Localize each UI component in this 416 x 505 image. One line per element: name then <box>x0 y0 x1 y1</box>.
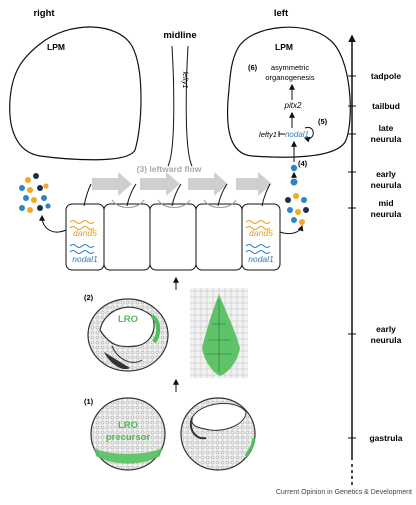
pitx2-label: pitx2 <box>284 101 302 110</box>
dand5-left-label: dand5 <box>249 228 273 238</box>
cell-left-edge <box>241 203 281 271</box>
organogenesis-line1: asymmetric <box>271 63 310 72</box>
left-cell-mrna <box>245 220 271 254</box>
arrow-right-cell-to-cluster <box>39 214 67 233</box>
cell-3 <box>149 203 197 271</box>
timeline-labels: tadpole tailbud late neurula early neuru… <box>369 71 402 443</box>
lro-cell-row <box>65 203 281 271</box>
rotation-1 <box>111 199 145 208</box>
stage-early-neurula-line2: neurula <box>371 335 402 345</box>
stage-mid-neurula-line1: mid <box>378 198 393 208</box>
right-lpm-label: LPM <box>47 42 65 52</box>
organogenesis-line2: organogenesis <box>265 73 314 82</box>
cell-2 <box>103 203 151 271</box>
lro-label: LRO <box>118 314 138 325</box>
stage-gastrula: gastrula <box>369 433 402 443</box>
signal-dot-bottom <box>290 178 298 186</box>
heading-right: right <box>33 8 55 19</box>
cilium-2 <box>126 183 137 207</box>
nodal-autoregulation-arrow <box>303 126 314 143</box>
stage-tailbud: tailbud <box>372 101 400 111</box>
heading-midline: midline <box>163 30 196 41</box>
cilium-5 <box>261 183 271 207</box>
cilia <box>83 183 271 207</box>
heading-left: left <box>274 8 289 19</box>
flow-label: (3) leftward flow <box>137 164 202 174</box>
cilium-4 <box>217 183 228 207</box>
lefty1-left-label: lefty1 <box>259 130 277 139</box>
dand5-right-label: dand5 <box>73 228 97 238</box>
cilia-rotation-arrows <box>111 199 237 208</box>
flow-arrow-4 <box>236 172 272 196</box>
step1-number: (1) <box>84 397 94 406</box>
right-lpm-outline <box>9 26 142 161</box>
step4-number: (4) <box>298 159 308 168</box>
step1-embryo-section <box>180 397 256 471</box>
stage-mid-neurula-line2: neurula <box>371 209 402 219</box>
flow-arrow-2 <box>140 172 180 196</box>
nodal1-left-label: nodal1 <box>285 130 309 139</box>
cell-4 <box>195 203 243 271</box>
step2-lro-whole-mount <box>190 288 248 378</box>
stage-early-neurula-upper-line1: early <box>376 169 396 179</box>
left-lpm-label: LPM <box>275 42 293 52</box>
credit-line: Current Opinion in Genetics & Developmen… <box>276 489 412 496</box>
step2-embryo-section <box>87 298 169 372</box>
rotation-2 <box>157 199 191 208</box>
right-cell-mrna <box>69 220 95 254</box>
lro-precursor-line1: LRO <box>118 420 138 431</box>
step1-embryo-dorsal <box>90 397 166 471</box>
step5-number: (5) <box>318 117 328 126</box>
stage-late-neurula-line1: late <box>379 123 394 133</box>
midline-gene-label: lefty1 <box>181 72 188 89</box>
left-signal-cluster <box>285 193 309 225</box>
left-lpm-outline <box>226 26 351 158</box>
step2-number: (2) <box>84 293 94 302</box>
leftward-flow-arrows <box>92 172 272 196</box>
midline-structure <box>167 45 193 167</box>
timeline-ticks <box>348 75 356 439</box>
stage-early-neurula-line1: early <box>376 324 396 334</box>
lro-precursor-line2: precursor <box>106 432 151 443</box>
step6-number: (6) <box>248 63 258 72</box>
nodal1-right-label: nodal1 <box>72 254 98 264</box>
stage-tadpole: tadpole <box>371 71 401 81</box>
flow-arrow-3 <box>188 172 228 196</box>
signal-dot-top <box>290 164 298 172</box>
rotation-3 <box>203 199 237 208</box>
right-signal-cluster <box>19 173 51 213</box>
cilium-3 <box>171 183 182 207</box>
stage-late-neurula-line2: neurula <box>371 134 402 144</box>
flow-arrow-1 <box>92 172 132 196</box>
nodal1-left-cell-label: nodal1 <box>248 254 274 264</box>
cilium-1 <box>83 183 92 207</box>
stage-early-neurula-upper-line2: neurula <box>371 180 402 190</box>
arrow-left-cell-to-cluster <box>279 224 304 235</box>
